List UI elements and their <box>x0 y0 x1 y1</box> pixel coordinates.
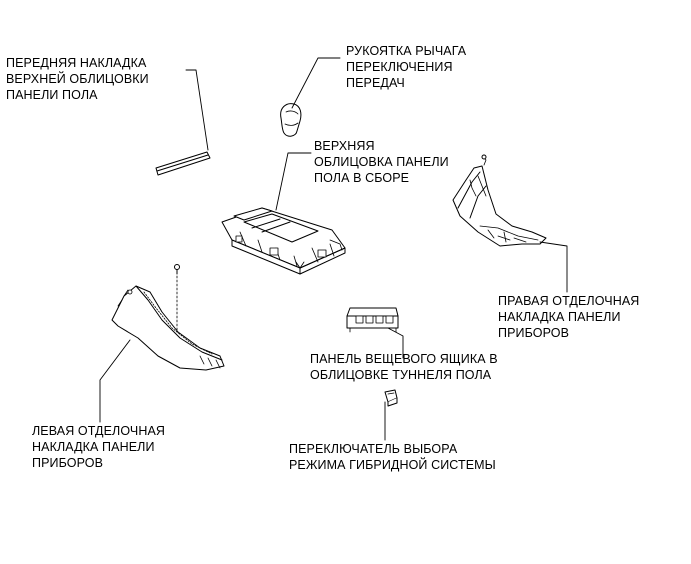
shift-knob-part <box>280 103 302 137</box>
label-tray-panel: ПАНЕЛЬ ВЕЩЕВОГО ЯЩИКА В ОБЛИЦОВКЕ ТУННЕЛ… <box>310 352 498 382</box>
label-front-trim: ПЕРЕДНЯЯ НАКЛАДКА ВЕРХНЕЙ ОБЛИЦОВКИ ПАНЕ… <box>6 56 149 102</box>
hybrid-switch-part <box>384 389 398 407</box>
label-shift-knob: РУКОЯТКА РЫЧАГА ПЕРЕКЛЮЧЕНИЯ ПЕРЕДАЧ <box>346 44 467 90</box>
leader-lines <box>99 57 568 441</box>
front-trim-strip <box>155 151 211 176</box>
right-instrument-trim <box>452 154 547 247</box>
upper-console-assembly <box>221 207 346 275</box>
left-instrument-trim <box>111 264 225 371</box>
tray-panel-part <box>346 307 399 333</box>
label-upper-console: ВЕРХНЯЯ ОБЛИЦОВКА ПАНЕЛИ ПОЛА В СБОРЕ <box>314 139 449 185</box>
label-left-trim: ЛЕВАЯ ОТДЕЛОЧНАЯ НАКЛАДКА ПАНЕЛИ ПРИБОРО… <box>32 424 166 470</box>
label-right-trim: ПРАВАЯ ОТДЕЛОЧНАЯ НАКЛАДКА ПАНЕЛИ ПРИБОР… <box>498 294 640 340</box>
label-hybrid-switch: ПЕРЕКЛЮЧАТЕЛЬ ВЫБОРА РЕЖИМА ГИБРИДНОЙ СИ… <box>289 442 496 472</box>
